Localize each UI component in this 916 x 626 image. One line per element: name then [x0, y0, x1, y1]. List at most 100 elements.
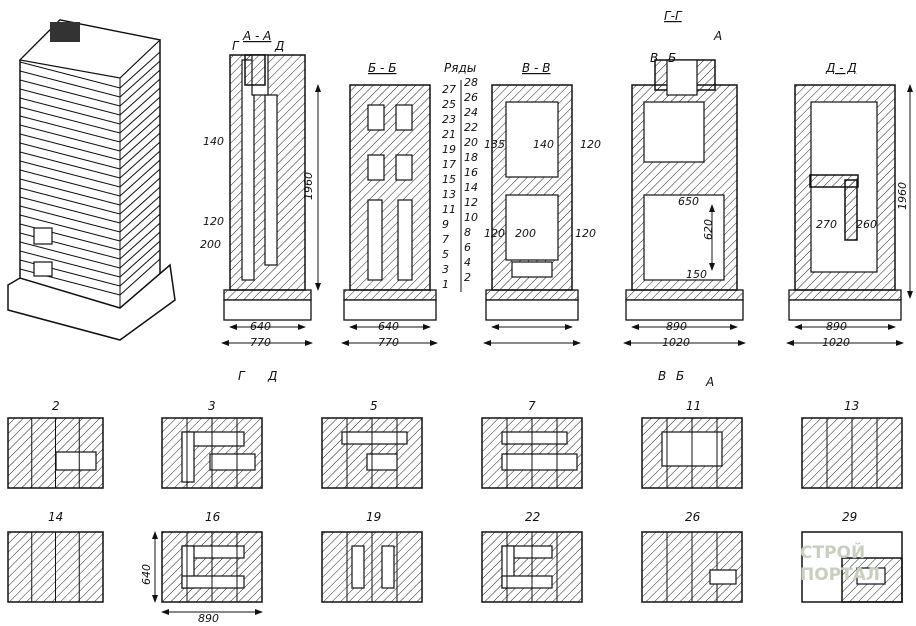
section-v-v-channel	[505, 101, 559, 178]
section-a-a-foundation	[223, 299, 312, 321]
row-number: 10	[464, 211, 478, 224]
row-number: 3	[442, 263, 449, 276]
row-number: 4	[464, 256, 471, 269]
section-b-b-channel	[367, 104, 385, 131]
dim-d-d-total: 1020	[822, 336, 850, 349]
isometric-brick-course	[19, 133, 121, 161]
row-number: 28	[464, 76, 478, 89]
row-number: 21	[442, 128, 456, 141]
isometric-brick-course	[19, 70, 121, 98]
dim-g-g-150: 150	[686, 268, 707, 281]
isometric-brick-course	[19, 196, 121, 224]
watermark-line-1: СТРОЙ	[800, 541, 865, 563]
dim-v-v-140: 140	[533, 138, 554, 151]
section-title-g-g: Г-Г	[664, 9, 683, 23]
dim-v-v-120-upper: 120	[580, 138, 601, 151]
isometric-brick-course	[19, 88, 121, 116]
isometric-brick-course	[119, 60, 161, 98]
section-v-v-foundation	[485, 299, 579, 321]
isometric-brick-course	[119, 78, 161, 116]
row-number: 12	[464, 196, 478, 209]
row-number: 11	[442, 203, 456, 216]
cut-mark-v-bottom: В	[658, 369, 666, 383]
isometric-brick-course	[119, 177, 161, 215]
row-number: 22	[464, 121, 478, 134]
dim-plan-16-depth: 640	[140, 564, 153, 585]
plan-row-5-opening	[341, 431, 408, 445]
section-g-g-foundation	[625, 299, 744, 321]
dim-a-a-total: 770	[250, 336, 271, 349]
cut-mark-d-top: Д	[274, 39, 284, 53]
chimney-opening	[50, 22, 80, 42]
section-title-a-a: А - А	[242, 29, 271, 43]
section-a-a-base	[223, 289, 312, 301]
isometric-brick-course	[119, 258, 161, 296]
plan-label-14: 14	[48, 510, 63, 524]
section-v-v-channel	[505, 194, 559, 261]
plan-row-2-opening	[55, 451, 97, 471]
isometric-brick-course	[119, 114, 161, 152]
isometric-brick-course	[19, 250, 121, 278]
isometric-brick-course	[19, 97, 121, 125]
isometric-brick-course	[19, 241, 121, 269]
dim-b-b-width: 640	[378, 320, 399, 333]
row-number: 26	[464, 91, 478, 104]
isometric-brick-course	[119, 159, 161, 197]
dim-a-a-200: 200	[200, 238, 221, 251]
section-a-a-chimney	[244, 54, 266, 86]
isometric-brick-course	[19, 187, 121, 215]
row-number: 2	[464, 271, 471, 284]
section-d-d-partition	[844, 179, 858, 241]
plan-row-19-opening	[351, 545, 365, 589]
dim-g-g-total: 1020	[662, 336, 690, 349]
isometric-brick-course	[119, 105, 161, 143]
row-number: 23	[442, 113, 456, 126]
dim-g-g-620: 620	[702, 219, 715, 240]
section-b-b-foundation	[343, 299, 437, 321]
dim-d-d-270: 270	[816, 218, 837, 231]
section-title-b-b: Б - Б	[368, 61, 396, 75]
cut-mark-g-bottom: Г	[238, 369, 246, 383]
plan-label-22: 22	[525, 510, 540, 524]
isometric-brick-course	[19, 214, 121, 242]
section-a-a-channel	[264, 94, 278, 266]
isometric-brick-course	[119, 51, 161, 89]
section-d-d-base	[788, 289, 902, 301]
dim-v-v-135: 135	[484, 138, 505, 151]
plan-label-5: 5	[370, 399, 378, 413]
isometric-foundation	[7, 263, 176, 341]
row-number: 25	[442, 98, 456, 111]
isometric-brick-course	[119, 150, 161, 188]
row-number: 17	[442, 158, 456, 171]
row-number: 24	[464, 106, 478, 119]
dim-a-a-width: 640	[250, 320, 271, 333]
fire-door	[33, 227, 53, 245]
plan-label-16: 16	[205, 510, 221, 524]
isometric-brick-course	[119, 132, 161, 170]
row-number: 27	[442, 83, 456, 96]
section-title-d-d: Д - Д	[825, 61, 857, 75]
dim-a-a-140: 140	[203, 135, 224, 148]
isometric-brick-course	[119, 123, 161, 161]
cut-mark-d-bottom: Д	[267, 369, 277, 383]
isometric-brick-course	[19, 79, 121, 107]
rows-label: Ряды	[444, 61, 476, 75]
plan-label-26: 26	[685, 510, 701, 524]
plan-label-2: 2	[52, 399, 60, 413]
plan-row-29-opening	[856, 567, 886, 585]
plan-label-29: 29	[842, 510, 857, 524]
section-d-d-foundation	[788, 299, 902, 321]
dim-d-d-260: 260	[856, 218, 877, 231]
dim-g-g-width: 890	[666, 320, 687, 333]
watermark-line-2: ПОРТАЛ	[800, 565, 880, 585]
isometric-brick-course	[19, 124, 121, 152]
row-number: 7	[442, 233, 449, 246]
row-number: 15	[442, 173, 456, 186]
dim-b-b-total: 770	[378, 336, 399, 349]
section-b-b-masonry	[349, 84, 431, 291]
section-b-b-channel	[395, 154, 413, 181]
section-g-g-channel	[643, 101, 705, 163]
dim-d-d-width: 890	[826, 320, 847, 333]
